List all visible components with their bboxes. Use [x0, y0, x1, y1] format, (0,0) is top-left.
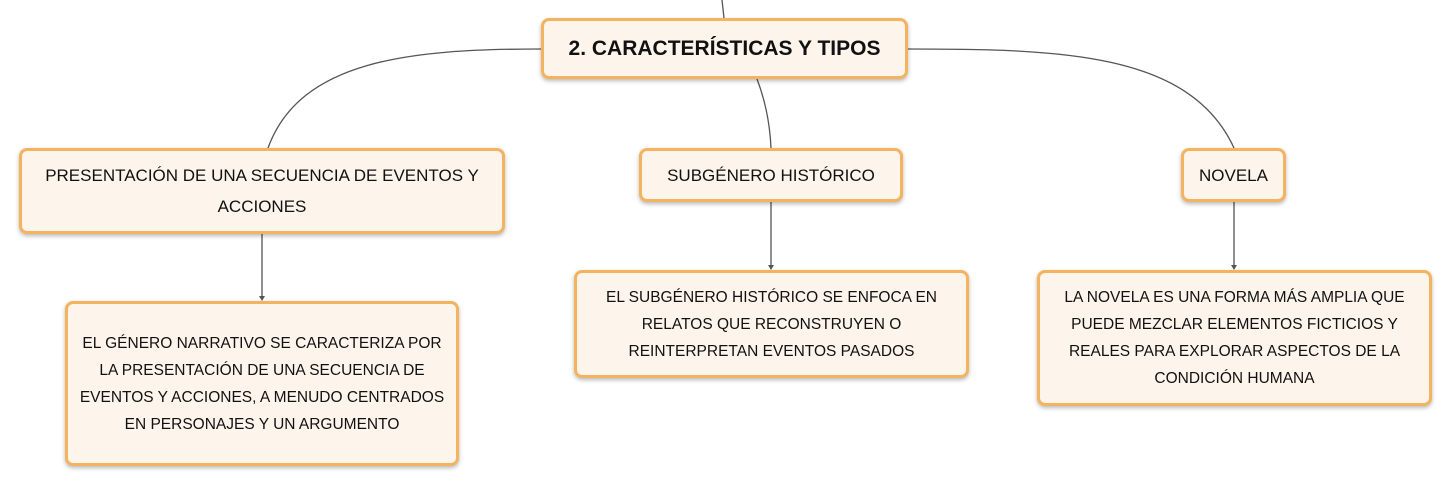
connector-root-branch-2 — [756, 78, 772, 149]
detail-topic-secuencia[interactable]: EL GÉNERO NARRATIVO SE CARACTERIZA POR L… — [65, 301, 459, 466]
branch-topic-label: PRESENTACIÓN DE UNA SECUENCIA DE EVENTOS… — [45, 166, 479, 216]
branch-topic-secuencia[interactable]: PRESENTACIÓN DE UNA SECUENCIA DE EVENTOS… — [19, 148, 505, 234]
connector-arrow-2 — [768, 265, 774, 270]
detail-topic-novela[interactable]: LA NOVELA ES UNA FORMA MÁS AMPLIA QUE PU… — [1037, 270, 1432, 406]
branch-topic-label: NOVELA — [1199, 165, 1268, 185]
detail-topic-text: LA NOVELA ES UNA FORMA MÁS AMPLIA QUE PU… — [1064, 289, 1405, 387]
connector-arrow-1 — [259, 296, 265, 301]
root-topic-label: 2. CARACTERÍSTICAS Y TIPOS — [568, 36, 881, 60]
branch-topic-label: SUBGÉNERO HISTÓRICO — [667, 165, 875, 185]
detail-topic-subgenero-historico[interactable]: EL SUBGÉNERO HISTÓRICO SE ENFOCA EN RELA… — [574, 270, 969, 378]
detail-topic-text: EL GÉNERO NARRATIVO SE CARACTERIZA POR L… — [79, 334, 445, 433]
connector-root-branch-3 — [907, 48, 1235, 149]
branch-topic-novela[interactable]: NOVELA — [1181, 148, 1286, 202]
connector-root-branch-1 — [267, 48, 542, 149]
root-topic[interactable]: 2. CARACTERÍSTICAS Y TIPOS — [541, 18, 908, 79]
detail-topic-text: EL SUBGÉNERO HISTÓRICO SE ENFOCA EN RELA… — [605, 288, 938, 360]
connector-arrow-3 — [1231, 265, 1237, 270]
connector-parent-root — [721, 0, 725, 19]
branch-topic-subgenero-historico[interactable]: SUBGÉNERO HISTÓRICO — [639, 148, 903, 202]
